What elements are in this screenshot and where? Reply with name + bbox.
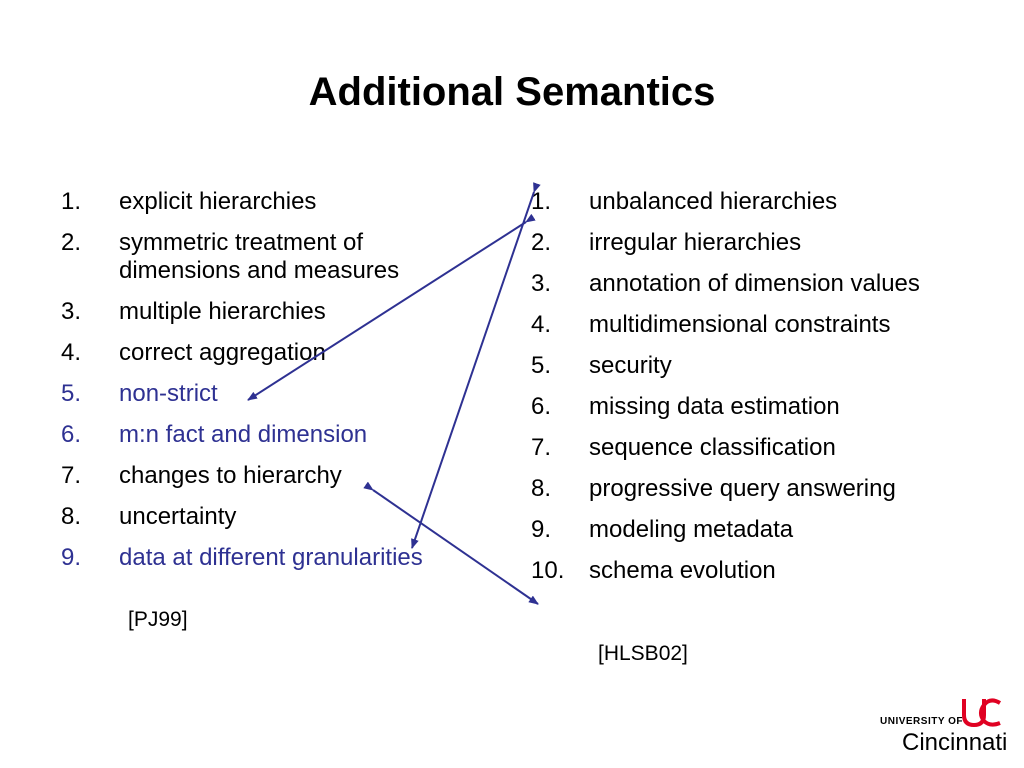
list-item: 10. schema evolution: [531, 557, 971, 585]
item-number: 2.: [531, 229, 552, 256]
item-text: non-strict: [119, 380, 218, 407]
list-item: 6. missing data estimation: [531, 393, 971, 421]
item-number: 5.: [61, 380, 82, 407]
citation-left: [PJ99]: [128, 608, 188, 631]
item-number: 6.: [531, 393, 552, 420]
list-item: 8. progressive query answering: [531, 475, 971, 503]
list-item-highlighted: 9. data at different granularities: [61, 544, 491, 572]
university-logo: UNIVERSITY OF Cincinnati: [880, 695, 1015, 760]
item-number: 4.: [61, 339, 82, 366]
list-item: 4. multidimensional constraints: [531, 311, 971, 339]
item-number: 6.: [61, 421, 82, 448]
logo-cincinnati: Cincinnati: [902, 729, 1008, 756]
list-item: 4. correct aggregation: [61, 339, 491, 367]
item-text: correct aggregation: [119, 339, 326, 366]
list-item: 7. sequence classification: [531, 434, 971, 462]
item-number: 8.: [531, 475, 552, 502]
item-number: 2.: [61, 229, 82, 256]
list-item-highlighted: 6. m:n fact and dimension: [61, 421, 491, 449]
logo-university-of: UNIVERSITY OF: [880, 716, 963, 727]
item-number: 1.: [61, 188, 82, 215]
item-text: symmetric treatment of dimensions and me…: [119, 229, 400, 284]
item-number: 3.: [61, 298, 82, 325]
item-text: missing data estimation: [589, 393, 840, 420]
item-text: irregular hierarchies: [589, 229, 802, 256]
item-number: 4.: [531, 311, 552, 338]
list-item: 5. security: [531, 352, 971, 380]
item-number: 1.: [531, 188, 552, 215]
item-number: 7.: [61, 462, 82, 489]
item-text: multiple hierarchies: [119, 298, 326, 325]
item-number: 8.: [61, 503, 82, 530]
item-text: uncertainty: [119, 503, 237, 530]
item-text: unbalanced hierarchies: [589, 188, 838, 215]
item-text: changes to hierarchy: [119, 462, 342, 489]
right-list: 1. unbalanced hierarchies 2. irregular hie…: [531, 188, 971, 598]
item-number: 10.: [531, 557, 565, 584]
list-item: 8. uncertainty: [61, 503, 491, 531]
citation-right: [HLSB02]: [598, 642, 688, 665]
item-number: 9.: [531, 516, 552, 543]
item-number: 3.: [531, 270, 552, 297]
item-number: 5.: [531, 352, 552, 379]
item-text: m:n fact and dimension: [119, 421, 368, 448]
list-item: 3. annotation of dimension values: [531, 270, 971, 298]
item-text: multidimensional constraints: [589, 311, 891, 338]
item-text: data at different granularities: [119, 544, 423, 571]
item-text: explicit hierarchies: [119, 188, 317, 215]
item-text: schema evolution: [589, 557, 776, 584]
item-text: security: [589, 352, 672, 379]
item-number: 9.: [61, 544, 82, 571]
list-item: 7. changes to hierarchy: [61, 462, 491, 490]
list-item: 3. multiple hierarchies: [61, 298, 491, 326]
slide-title: Additional Semantics: [308, 70, 716, 114]
item-text: sequence classification: [589, 434, 836, 461]
uc-mark-icon: [962, 698, 1002, 728]
list-item: 2. symmetric treatment of dimensions and …: [61, 229, 491, 285]
list-item: 1. unbalanced hierarchies: [531, 188, 971, 216]
item-number: 7.: [531, 434, 552, 461]
list-item-highlighted: 5. non-strict: [61, 380, 491, 408]
list-item: 1. explicit hierarchies: [61, 188, 491, 216]
item-text: modeling metadata: [589, 516, 794, 543]
left-list: 1. explicit hierarchies 2. symmetric treat…: [61, 188, 491, 585]
list-item: 2. irregular hierarchies: [531, 229, 971, 257]
item-text: progressive query answering: [589, 475, 896, 502]
item-text: annotation of dimension values: [589, 270, 920, 297]
list-item: 9. modeling metadata: [531, 516, 971, 544]
